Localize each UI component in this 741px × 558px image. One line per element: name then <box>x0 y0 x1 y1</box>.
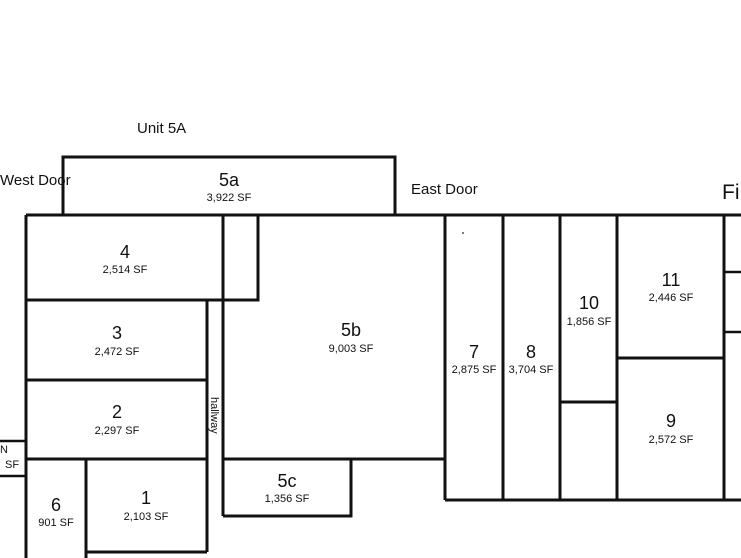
unit-5a-number: 5a <box>218 170 240 190</box>
fi-cut-label: Fi <box>722 181 740 204</box>
west-door-label: West Door <box>0 172 71 189</box>
unit-9-number: 9 <box>665 411 677 431</box>
unit-5c-area: 1,356 SF <box>264 493 310 505</box>
unit-5b-number: 5b <box>340 320 362 340</box>
left-cut-box <box>0 439 28 478</box>
unit-11-area: 2,446 SF <box>648 292 694 304</box>
hallway-label: hallway <box>208 397 220 434</box>
unit-2-area: 2,297 SF <box>94 425 140 437</box>
unit-4-area: 2,514 SF <box>102 264 148 276</box>
unit-5a-title: Unit 5A <box>137 120 187 137</box>
east-door-label: East Door <box>411 181 478 198</box>
unit-5a-area: 3,922 SF <box>206 192 252 204</box>
unit-5a-outline <box>61 155 397 215</box>
unit-10-area: 1,856 SF <box>566 316 612 328</box>
unit-7-area: 2,875 SF <box>451 364 497 376</box>
unit-5b-area: 9,003 SF <box>328 343 374 355</box>
sf-cut-label: SF <box>5 459 20 471</box>
unit-3-area: 2,472 SF <box>94 346 140 358</box>
unit-3-number: 3 <box>111 323 123 343</box>
speck <box>462 232 464 234</box>
unit-4-number: 4 <box>119 242 131 262</box>
unit-8-number: 8 <box>525 342 537 362</box>
unit-5c-number: 5c <box>277 471 297 491</box>
unit-4-outline <box>26 215 260 302</box>
unit-8-area: 3,704 SF <box>508 364 554 376</box>
unit-10-number: 10 <box>578 293 600 313</box>
unit-11-number: 11 <box>661 270 681 290</box>
unit-5c-outline <box>223 459 353 518</box>
unit-7-number: 7 <box>468 342 480 362</box>
n-cut-label: N <box>0 444 8 456</box>
unit-6-number: 6 <box>50 495 62 515</box>
unit-1-number: 1 <box>140 488 152 508</box>
unit-1-area: 2,103 SF <box>123 511 169 523</box>
unit-2-number: 2 <box>111 402 123 422</box>
unit-9-area: 2,572 SF <box>648 434 694 446</box>
unit-6-area: 901 SF <box>38 517 74 529</box>
